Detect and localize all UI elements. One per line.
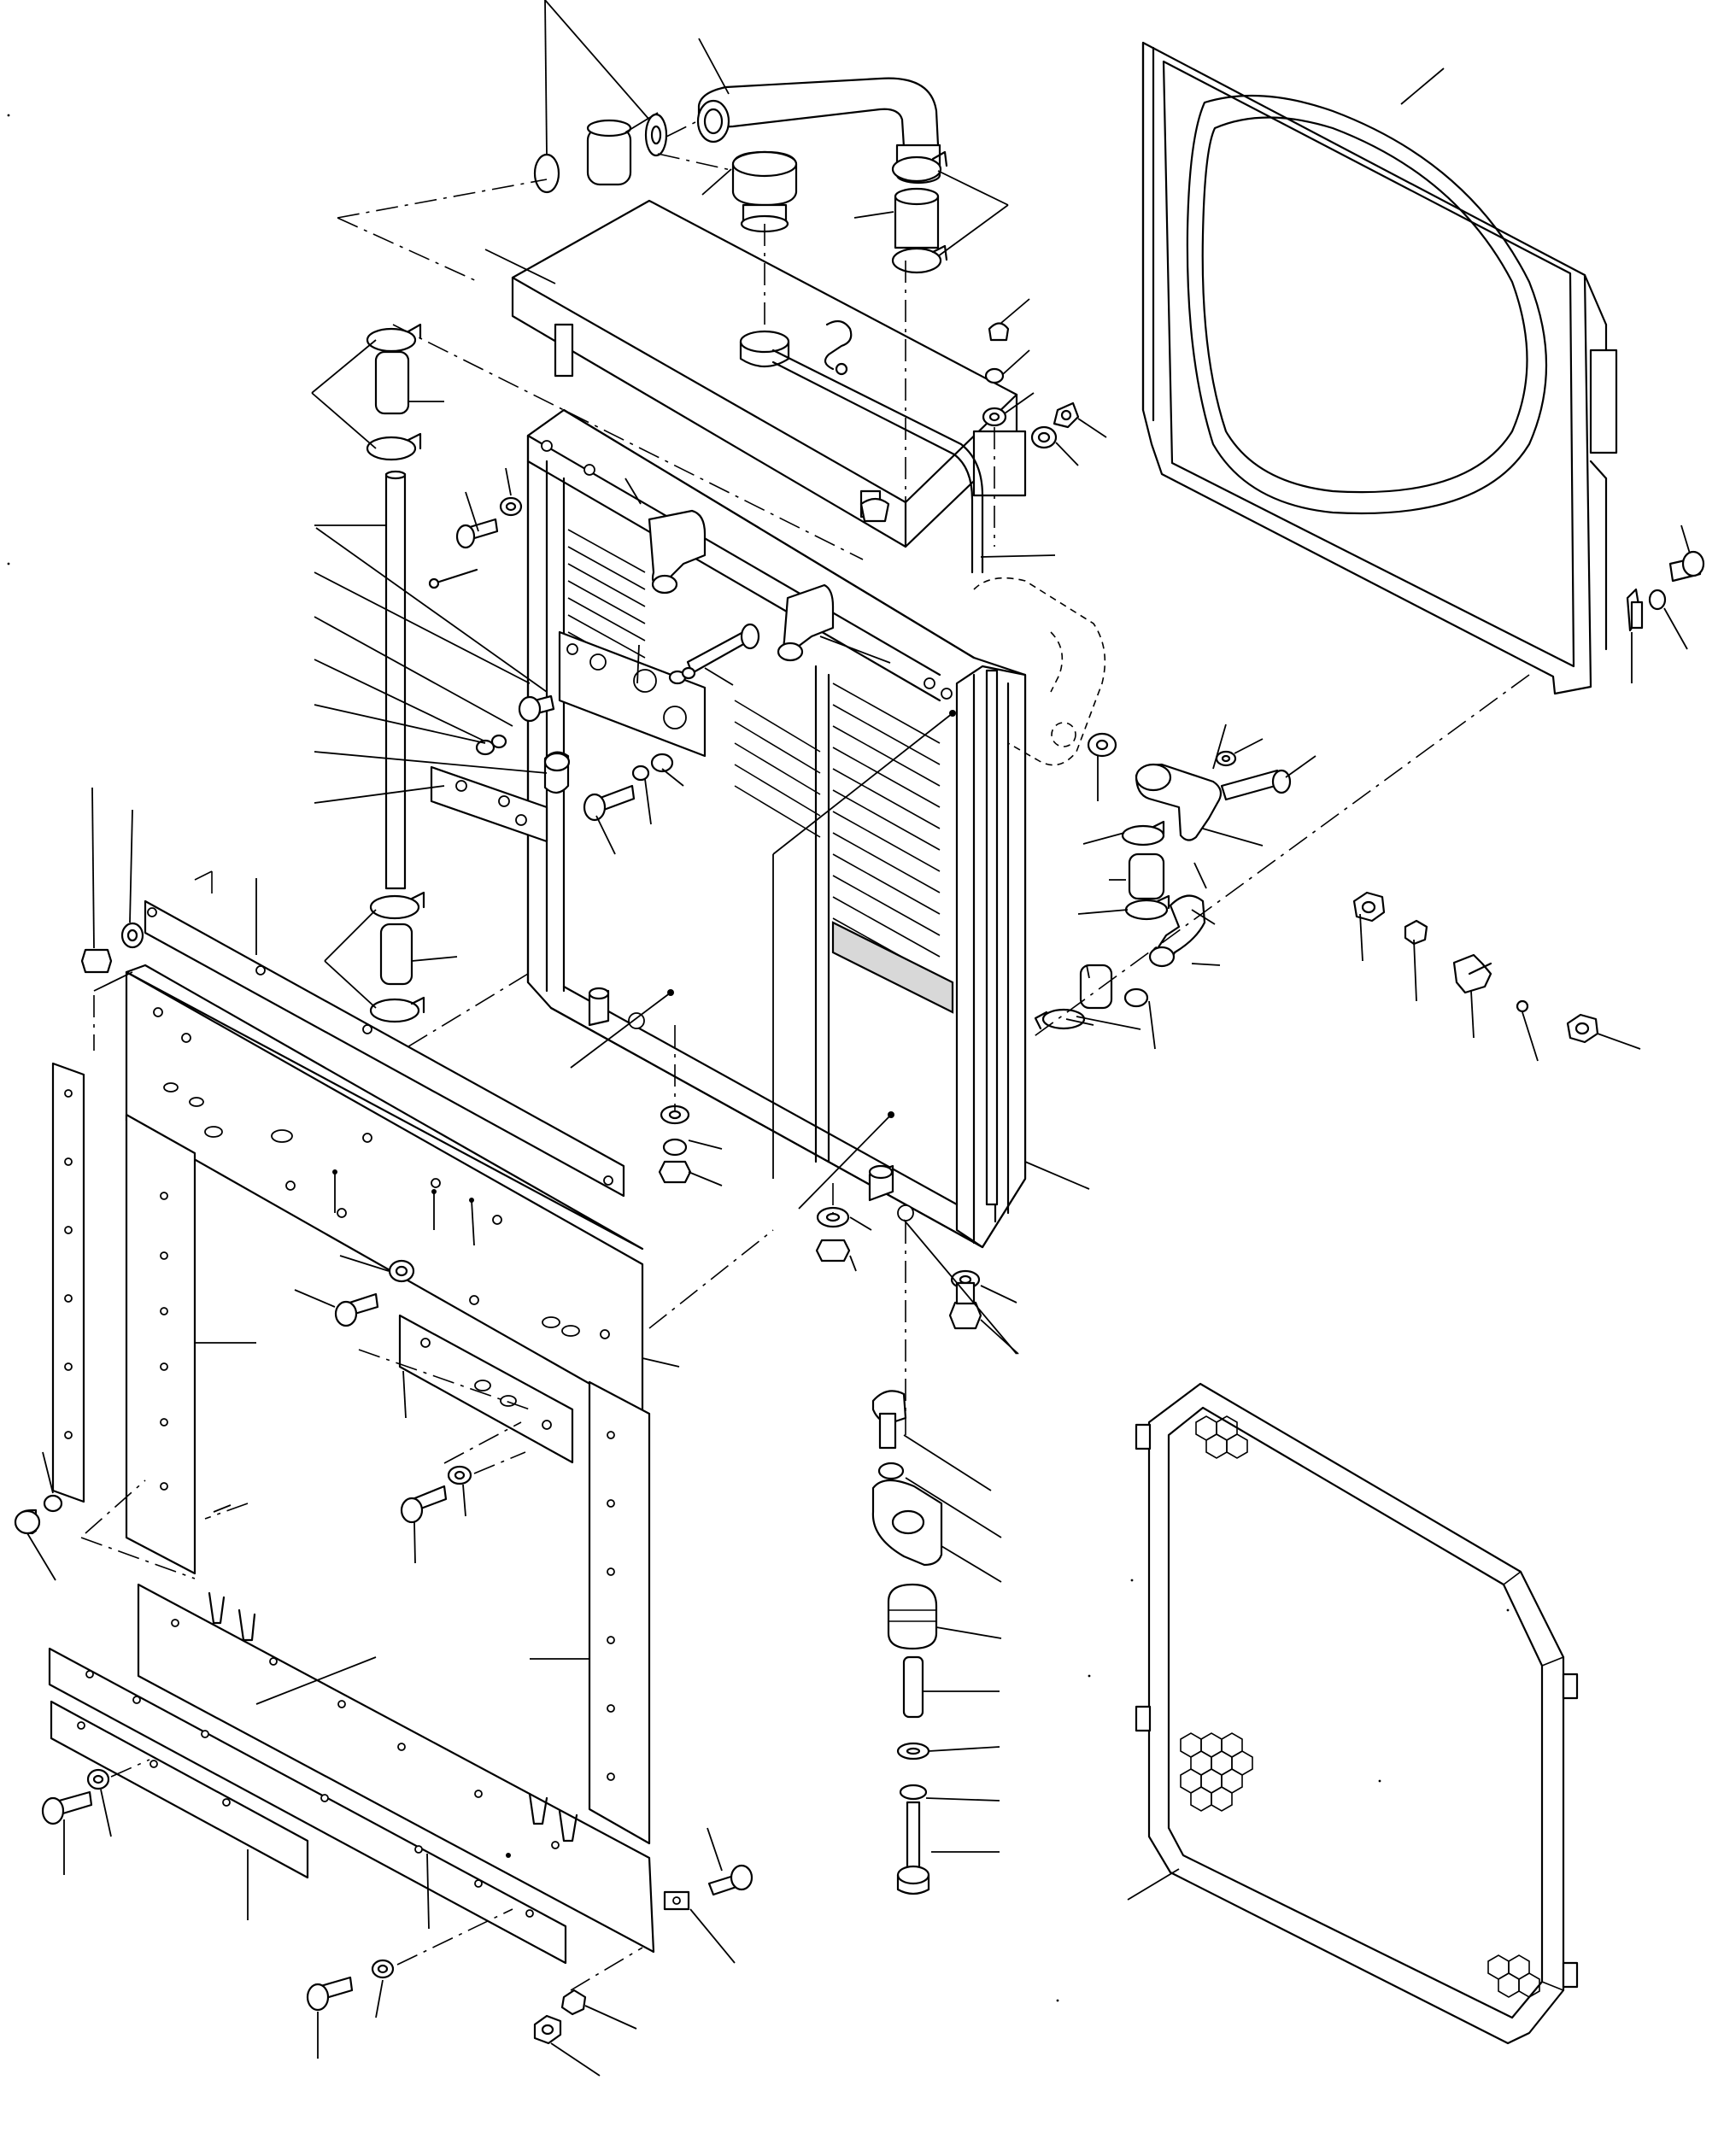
hose-clamp-upper: [854, 152, 1008, 272]
fan-guard-screen: [1128, 1384, 1577, 2043]
fitting-chain: [1354, 893, 1640, 1061]
drain-tube: [312, 325, 528, 1051]
fitting-assembly: [1032, 675, 1529, 1049]
mesh-pattern-bottom: [1488, 1955, 1539, 1997]
upper-tank-fasteners: [861, 299, 1106, 547]
hidden-fitting-outline: [974, 578, 1105, 765]
front-cover-plate: [50, 871, 773, 1963]
mesh-pattern-left: [1181, 1733, 1252, 1811]
core-bottom-fasteners: [660, 1025, 1018, 1435]
shroud-bolts: [1627, 525, 1703, 683]
core-mounting-bolts: [314, 468, 890, 854]
mesh-pattern-top: [1196, 1416, 1247, 1458]
upper-fittings: [535, 0, 666, 192]
mounting-isolator: [873, 1391, 1001, 1894]
radiator-cap: [702, 152, 796, 366]
radiator-core: [431, 410, 1089, 1247]
plate-fasteners: [15, 788, 752, 2076]
overflow-tube: [773, 321, 1055, 572]
guard-mounting-tabs: [1136, 1425, 1577, 1987]
fan-shroud: [1143, 43, 1616, 694]
